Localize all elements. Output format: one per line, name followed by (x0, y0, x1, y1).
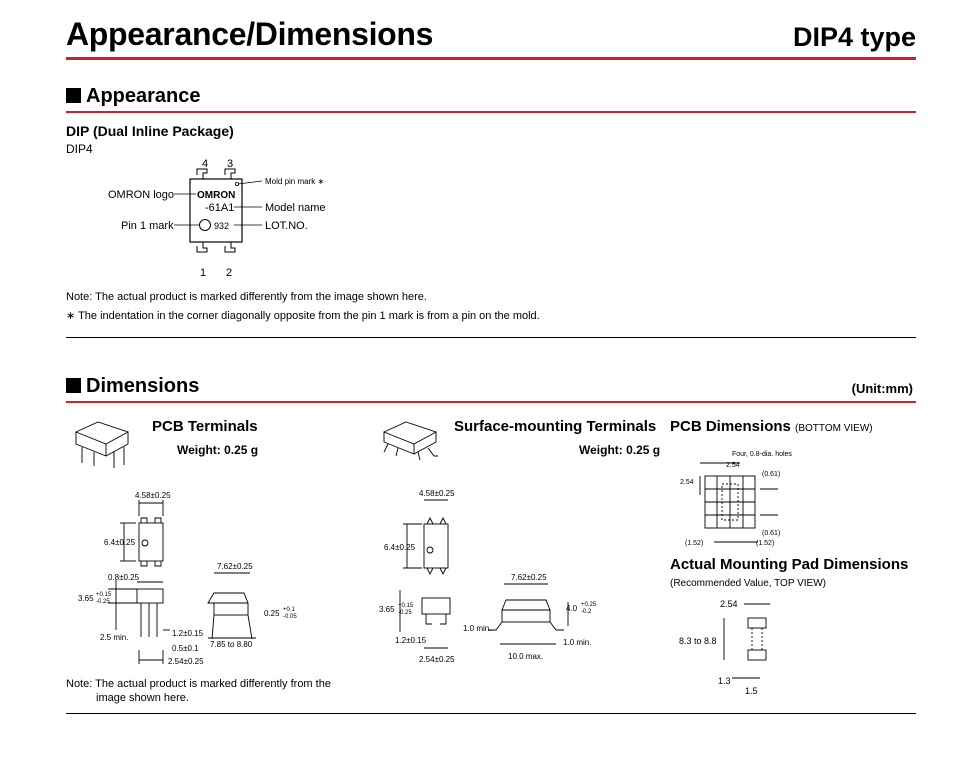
appearance-note: Note: The actual product is marked diffe… (66, 291, 427, 303)
pcb-12-dim: 1.2±0.15 (172, 629, 204, 638)
indentation-note: ∗ The indentation in the corner diagonal… (66, 310, 540, 322)
package-name: DIP4 (66, 142, 93, 156)
pcb-lead-thickness-dim: 0.25 (264, 609, 280, 618)
dimensions-divider (66, 401, 916, 403)
smt-title: Surface-mounting Terminals (454, 418, 657, 435)
pad-13-dim: 1.3 (718, 676, 731, 686)
pcb-dimensions-title: PCB Dimensions (BOTTOM VIEW) (670, 418, 873, 435)
pcb-dims-061b: (0.61) (762, 530, 780, 537)
pad-dimensions-title: Actual Mounting Pad Dimensions (670, 556, 909, 573)
smt-row-pitch-dim: 7.62±0.25 (511, 573, 547, 582)
model-marking: -61A1 (205, 202, 234, 214)
brand-marking: OMRON (197, 190, 235, 201)
pcb-body-tol-dn: -0.25 (96, 599, 110, 605)
appearance-diagram: 4 3 1 2 OMRON -61A1 932 OMRON logo Pin 1… (108, 158, 326, 279)
pcb-dims-254a: 2.54 (726, 462, 740, 469)
dimensions-heading: Dimensions (66, 375, 199, 398)
pad-254-dim: 2.54 (720, 599, 738, 609)
pcb-terminals-title: PCB Terminals (152, 418, 258, 435)
pcb-min-dim: 2.5 min. (100, 633, 128, 642)
pcb-dims-152a: (1.52) (685, 540, 703, 547)
smt-min-dim-b: 1.0 min. (563, 638, 591, 647)
lot-no-label: LOT.NO. (265, 220, 308, 232)
pcb-width-dim: 4.58±0.25 (135, 491, 171, 500)
pcb-weight: Weight: 0.25 g (177, 443, 259, 457)
pin1-mark-label: Pin 1 mark (121, 220, 174, 232)
smt-40-tol-dn: -0.2 (581, 609, 592, 615)
pcb-05-dim: 0.5±0.1 (172, 644, 199, 653)
model-name-label: Model name (265, 202, 326, 214)
smt-40-tol-up: +0.25 (581, 602, 597, 608)
unit-label: (Unit:mm) (851, 381, 913, 396)
pcb-body-height-dim: 3.65 (78, 594, 94, 603)
smt-body-height-dim: 3.65 (379, 605, 395, 614)
smt-height-dim: 6.4±0.25 (384, 543, 416, 552)
pin-label-4: 4 (202, 158, 208, 170)
section-rule (66, 337, 916, 338)
pcb-height-dim: 6.4±0.25 (104, 538, 136, 547)
pcb-row-pitch-dim: 7.62±0.25 (217, 562, 253, 571)
smt-40-dim: 4.0 (566, 604, 578, 613)
smt-weight: Weight: 0.25 g (579, 443, 661, 457)
pcb-span-dim: 7.85 to 8.80 (210, 640, 253, 649)
pad-range-dim: 8.3 to 8.8 (679, 636, 717, 646)
pin-label-3: 3 (227, 158, 233, 170)
pin-label-1: 1 (200, 267, 206, 279)
appearance-heading: Appearance (66, 85, 201, 108)
dimensions-note-line2: image shown here. (96, 692, 189, 704)
pcb-lead-width-dim: 0.8±0.25 (108, 573, 140, 582)
smt-12-dim: 1.2±0.15 (395, 636, 427, 645)
holes-label: Four, 0.8-dia. holes (732, 451, 792, 458)
package-type: DIP4 type (792, 22, 916, 52)
pad-15-dim: 1.5 (745, 686, 758, 696)
pcb-lead-tol-dn: -0.05 (283, 614, 297, 620)
pcb-254-dim: 2.54±0.25 (168, 657, 204, 666)
lot-marking: 932 (214, 221, 229, 231)
smt-max-dim: 10.0 max. (508, 652, 543, 661)
omron-logo-label: OMRON logo (108, 189, 174, 201)
pcb-lead-tol-up: +0.1 (283, 607, 296, 613)
square-bullet-icon (66, 378, 81, 393)
bottom-rule (66, 713, 916, 714)
smt-body-tol-dn: -0.25 (398, 610, 412, 616)
pcb-body-tol-up: +0.15 (96, 592, 112, 598)
smt-body-tol-up: +0.15 (398, 603, 414, 609)
appearance-subtitle: DIP (Dual Inline Package) (66, 123, 234, 139)
pcb-dims-152b: (1.52) (756, 540, 774, 547)
pcb-dims-254b: 2.54 (680, 479, 694, 486)
title-divider (66, 57, 916, 60)
page-title: Appearance/Dimensions (66, 16, 434, 52)
smt-254-dim: 2.54±0.25 (419, 655, 455, 664)
mold-pin-mark-label: Mold pin mark ∗ (265, 177, 324, 186)
appearance-divider (66, 111, 916, 113)
pin-label-2: 2 (226, 267, 232, 279)
square-bullet-icon (66, 88, 81, 103)
smt-width-dim: 4.58±0.25 (419, 489, 455, 498)
pad-dimensions-subtitle: (Recommended Value, TOP VIEW) (670, 578, 826, 589)
pcb-dims-061a: (0.61) (762, 471, 780, 478)
dimensions-note-line1: Note: The actual product is marked diffe… (66, 678, 331, 690)
smt-min-dim: 1.0 min. (463, 624, 491, 633)
